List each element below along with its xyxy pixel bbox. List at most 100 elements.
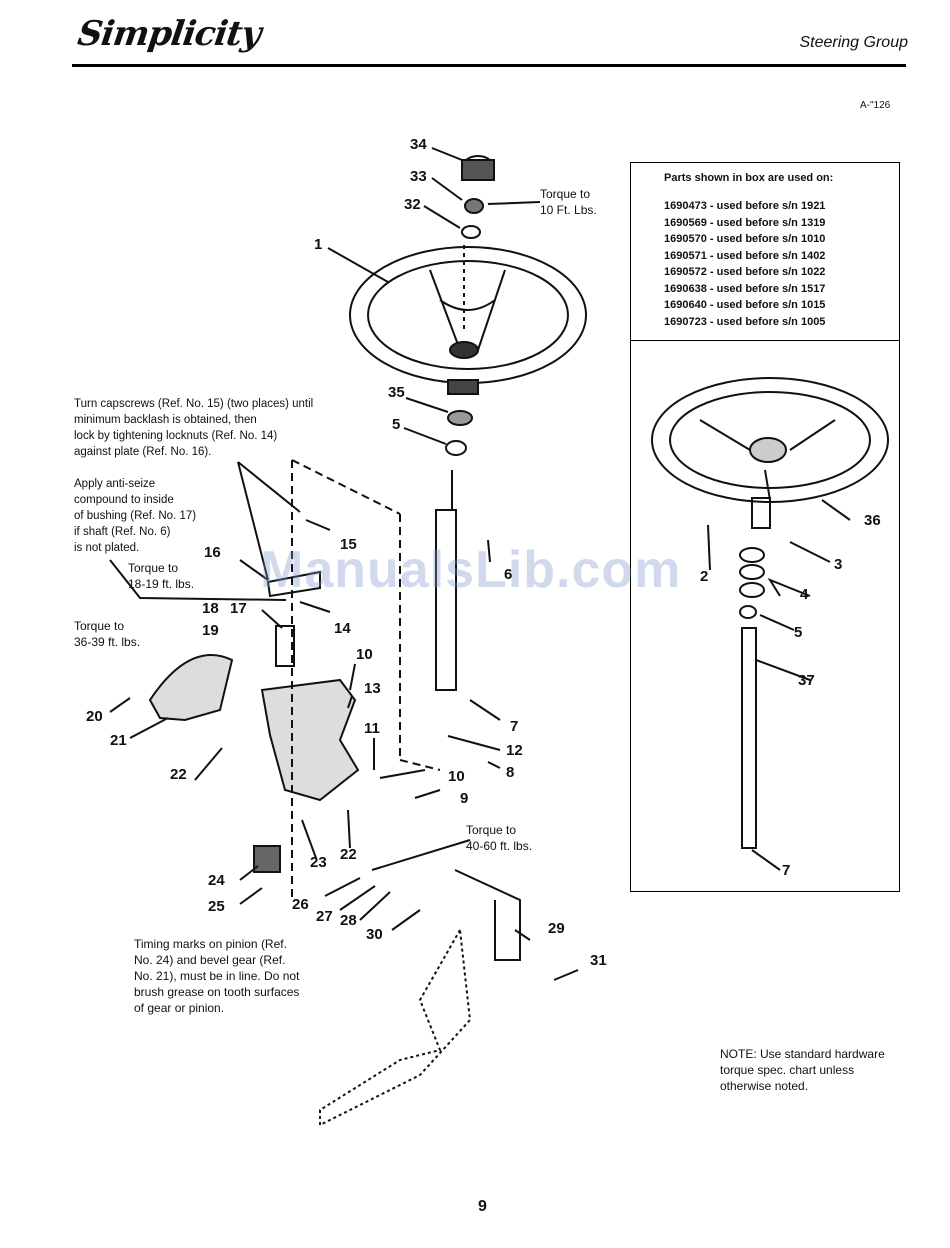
note-line: Torque to (540, 187, 591, 201)
callout: 32 (404, 196, 421, 213)
gear-housing (260, 570, 360, 802)
callout: 16 (204, 544, 221, 561)
header-rule (72, 64, 906, 67)
shaft-37 (741, 627, 757, 849)
note-line: 10 Ft. Lbs. (540, 203, 597, 217)
callout: 5 (392, 416, 401, 433)
note-line: Torque to (128, 561, 179, 575)
steering-wheel (349, 246, 587, 395)
callout: 20 (86, 708, 103, 725)
note-turn-capscrews: Turn capscrews (Ref. No. 15) (two places… (74, 396, 313, 460)
parts-list-item: 1690723 - used before s/n 1005 (664, 315, 826, 328)
note-torque-36: Torque to 36-39 ft. lbs. (74, 618, 140, 650)
box-steering-wheel (651, 377, 889, 529)
callout: 18 (202, 600, 219, 617)
callout: 31 (590, 952, 607, 969)
note-line: compound to inside (74, 494, 174, 506)
note-line: of bushing (Ref. No. 17) (74, 510, 197, 522)
callout: 9 (460, 790, 469, 807)
note-line: torque spec. chart unless (720, 1063, 855, 1077)
callout: 6 (504, 566, 513, 583)
note-line: brush grease on tooth surfaces (134, 985, 300, 999)
callout: 25 (208, 898, 225, 915)
callout: 17 (230, 600, 247, 617)
parts-list-item: 1690640 - used before s/n 1015 (664, 299, 826, 311)
callout: 23 (310, 854, 327, 871)
callout: 22 (340, 846, 357, 863)
parts-list-item: 1690570 - used before s/n 1010 (664, 233, 826, 245)
note-line: No. 24) and bevel gear (Ref. (134, 953, 286, 967)
note-line: NOTE: Use standard hardware (720, 1047, 885, 1061)
callout: 8 (506, 764, 515, 781)
figure-id: A-"126 (860, 100, 891, 111)
page-number: 9 (478, 1198, 487, 1215)
callout: 2 (700, 568, 709, 585)
parts-list-item: 1690638 - used before s/n 1517 (664, 282, 826, 295)
note-line: Turn capscrews (Ref. No. 15) (two places… (74, 398, 314, 410)
note-timing: Timing marks on pinion (Ref. No. 24) and… (134, 936, 299, 1016)
callout: 30 (366, 926, 383, 943)
note-line: otherwise noted. (720, 1079, 809, 1093)
note-line: Torque to (74, 619, 125, 633)
note-line: minimum backlash is obtained, then (74, 414, 257, 426)
parts-list-item: 1690569 - used before s/n 1319 (664, 216, 826, 229)
note-line: if shaft (Ref. No. 6) (74, 526, 171, 538)
section-title: Steering Group (799, 34, 908, 51)
parts-box (630, 162, 900, 892)
callout: 36 (864, 512, 881, 529)
note-line: 40-60 ft. lbs. (466, 839, 533, 853)
parts-list: 1690473 - used before s/n 1921 1690569 -… (664, 198, 825, 330)
note-line: of gear or pinion. (134, 1001, 225, 1015)
note-line: lock by tightening locknuts (Ref. No. 14… (74, 430, 278, 442)
shaft-6 (435, 470, 457, 691)
callout: 29 (548, 920, 565, 937)
note-line: is not plated. (74, 542, 140, 554)
callout: 12 (506, 742, 523, 759)
callout: 14 (334, 620, 351, 637)
callout: 27 (316, 908, 333, 925)
note-line: Apply anti-seize (74, 478, 156, 490)
parts-list-item: 1690572 - used before s/n 1022 (664, 266, 826, 278)
callout: 10 (448, 768, 465, 785)
callout: 26 (292, 896, 309, 913)
arm-29 (454, 869, 521, 961)
callout: 35 (388, 384, 405, 401)
callout: 3 (834, 556, 843, 573)
note-torque-18: Torque to 18-19 ft. lbs. (128, 560, 194, 592)
callout: 37 (798, 672, 815, 689)
note-standard-hardware: NOTE: Use standard hardware torque spec.… (720, 1046, 885, 1094)
watermark: ManualsLib.com (260, 541, 682, 599)
callout: 13 (364, 680, 381, 697)
note-line: 18-19 ft. lbs. (128, 577, 195, 591)
hub-cap (461, 155, 495, 181)
note-line: against plate (Ref. No. 16). (74, 446, 212, 458)
parts-list-item: 1690571 - used before s/n 1402 (664, 249, 826, 262)
callout: 15 (340, 536, 357, 553)
callout: 21 (110, 732, 127, 749)
note-line: Timing marks on pinion (Ref. (134, 937, 287, 951)
note-anti-seize: Apply anti-seize compound to inside of b… (74, 476, 196, 556)
callout: 7 (510, 718, 519, 735)
note-torque-40: Torque to 40-60 ft. lbs. (466, 822, 532, 854)
callout: 5 (794, 624, 803, 641)
parts-box-title: Parts shown in box are used on: (664, 172, 834, 184)
callout: 4 (800, 586, 809, 603)
callout: 28 (340, 912, 357, 929)
callout: 24 (208, 872, 225, 889)
drag-link (319, 926, 472, 1127)
pinion-24 (253, 845, 281, 873)
callout: 11 (364, 720, 380, 737)
nut-33 (464, 198, 484, 214)
callout: 10 (356, 646, 373, 663)
callout: 1 (314, 236, 323, 253)
washer-32 (461, 225, 481, 239)
note-line: 36-39 ft. lbs. (74, 635, 141, 649)
parts-list-item: 1690473 - used before s/n 1921 (664, 200, 826, 212)
callout: 34 (410, 136, 427, 153)
callout: 19 (202, 622, 219, 639)
parts-box-divider (631, 340, 899, 341)
bevel-gear (148, 654, 234, 722)
note-torque-top: Torque to 10 Ft. Lbs. (540, 186, 597, 218)
callout: 33 (410, 168, 427, 185)
